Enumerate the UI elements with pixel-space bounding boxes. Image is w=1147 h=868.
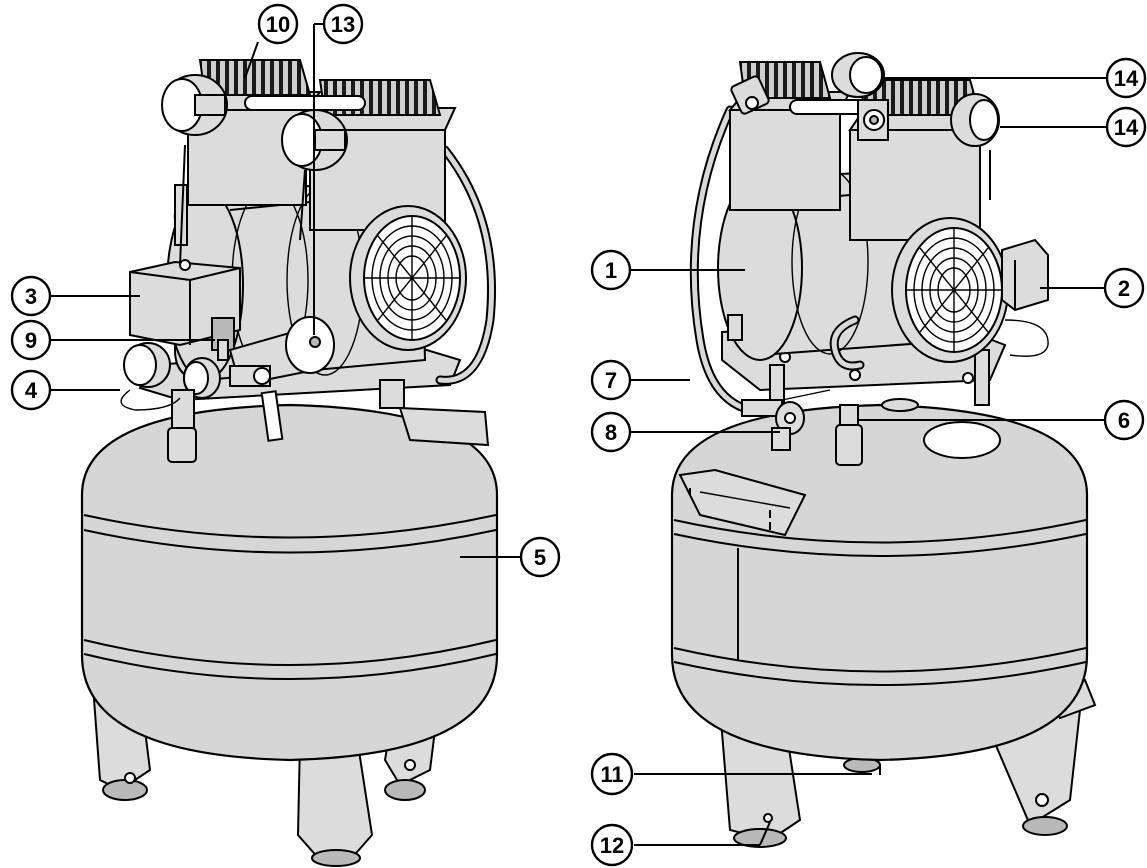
mount-tab-front	[260, 390, 284, 442]
callout-9: 9	[10, 319, 215, 361]
callout-14-side: 14	[1000, 106, 1147, 148]
air-tank-rear	[670, 403, 1089, 762]
callout-14-top: 14	[882, 57, 1147, 99]
intake-filter-rear-top	[831, 52, 885, 98]
crossover-tube-front	[244, 95, 366, 111]
callout-6: 6	[858, 399, 1145, 441]
callout-5-label: 5	[534, 545, 546, 570]
callout-13-label: 13	[331, 12, 355, 37]
compressor-front-view	[80, 59, 499, 867]
callout-10-label: 10	[266, 12, 290, 37]
callout-14-side-label: 14	[1114, 115, 1139, 140]
intake-filter-front-right	[281, 109, 348, 171]
callout-3: 3	[10, 275, 140, 317]
outlet-pipe-rear	[835, 404, 863, 466]
intake-filter-rear-side	[950, 93, 1000, 147]
callout-7-label: 7	[605, 368, 617, 393]
callout-7: 7	[590, 359, 690, 401]
elbow-fitting-rear	[730, 75, 770, 115]
callouts: 10 13 3 9 4 5	[10, 3, 1147, 867]
callout-3-label: 3	[25, 284, 37, 309]
callout-8-label: 8	[605, 420, 617, 445]
handle-rod-front-left	[179, 144, 186, 266]
callout-13: 13	[313, 3, 364, 335]
mount-post-rear-right	[974, 349, 990, 406]
handle-rod-front-right	[299, 169, 306, 241]
callout-2: 2	[1040, 267, 1145, 309]
callout-1-label: 1	[605, 258, 617, 283]
safety-valve-front	[211, 317, 235, 361]
callout-12-label: 12	[600, 833, 624, 858]
callout-8: 8	[590, 411, 780, 453]
power-cable-rear	[1004, 319, 1049, 357]
callout-1: 1	[590, 249, 745, 291]
cooling-fan-front	[349, 205, 467, 351]
callout-2-label: 2	[1118, 276, 1130, 301]
power-cable-front	[120, 389, 181, 411]
cooling-fan-rear	[891, 217, 1009, 363]
callout-10: 10	[244, 3, 299, 79]
callout-5: 5	[460, 536, 561, 578]
air-tank-front	[80, 403, 499, 762]
compressor-rear-view	[670, 52, 1097, 848]
callout-12: 12	[590, 821, 771, 867]
callout-11-label: 11	[600, 762, 623, 787]
callout-14-top-label: 14	[1114, 66, 1139, 91]
callout-4-label: 4	[25, 378, 38, 403]
outlet-pipe-front	[167, 389, 197, 463]
check-valve-rear	[741, 389, 831, 451]
callout-9-label: 9	[25, 328, 37, 353]
capacitor-box-rear	[1001, 238, 1049, 312]
pump-head-rear-left	[727, 61, 852, 211]
mount-post-front	[379, 379, 405, 409]
callout-4: 4	[10, 369, 120, 411]
pressure-gauge-front	[123, 342, 271, 399]
callout-11: 11	[590, 752, 872, 796]
intake-filter-front-left	[161, 74, 228, 136]
callout-6-label: 6	[1118, 408, 1130, 433]
